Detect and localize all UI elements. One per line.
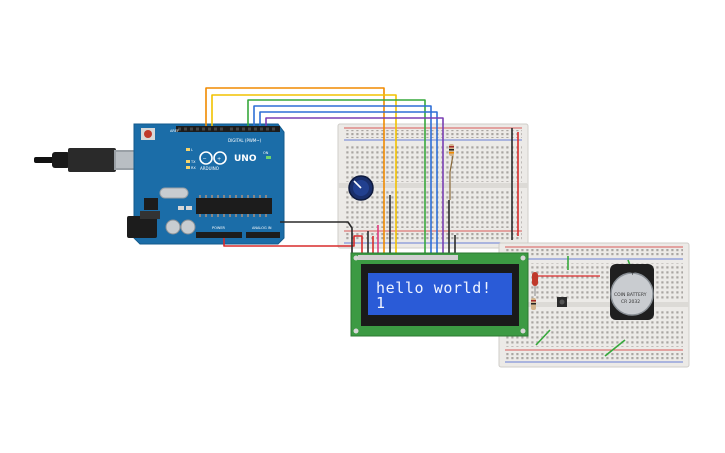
on-label: ON — [263, 151, 269, 155]
resistor-icon-2[interactable] — [531, 298, 536, 310]
coin-battery[interactable]: + COIN BATTERY CR 2032 — [610, 264, 654, 320]
l-label: L — [191, 148, 193, 152]
arduino-logo-text: ARDUINO — [200, 166, 219, 171]
arduino-uno-board[interactable]: AREF DIGITAL (PWM~) − + ARDUINO UNO L TX… — [34, 123, 285, 245]
svg-text:+: + — [217, 157, 221, 163]
lcd-line-2: 1 — [376, 294, 386, 312]
aref-label: AREF — [170, 129, 179, 133]
breadboard-main[interactable] — [337, 123, 529, 249]
arduino-logo: − + ARDUINO UNO — [199, 151, 257, 171]
potentiometer-knob-icon[interactable] — [348, 175, 374, 201]
svg-text:−: − — [203, 156, 207, 162]
analog-label: ANALOG IN — [252, 226, 272, 230]
lcd-module[interactable]: hello world! 1 — [350, 252, 529, 337]
lcd-screen — [368, 273, 512, 315]
signal-wires — [205, 87, 456, 255]
tx-label: TX — [190, 160, 196, 164]
resistor-icon[interactable] — [449, 144, 454, 156]
battery-label-2: CR 2032 — [621, 299, 640, 305]
usb-plug-icon — [34, 148, 138, 172]
red-led-icon[interactable] — [532, 272, 538, 296]
pushbutton-icon[interactable] — [557, 297, 567, 307]
power-label: POWER — [212, 226, 226, 230]
lcd-line-1: hello world! — [376, 279, 492, 297]
digital-label: DIGITAL (PWM~) — [228, 138, 262, 143]
battery-label-1: COIN BATTERY — [614, 292, 647, 298]
uno-text: UNO — [234, 154, 257, 164]
battery-plus: + — [630, 270, 635, 277]
rx-label: RX — [191, 166, 196, 170]
